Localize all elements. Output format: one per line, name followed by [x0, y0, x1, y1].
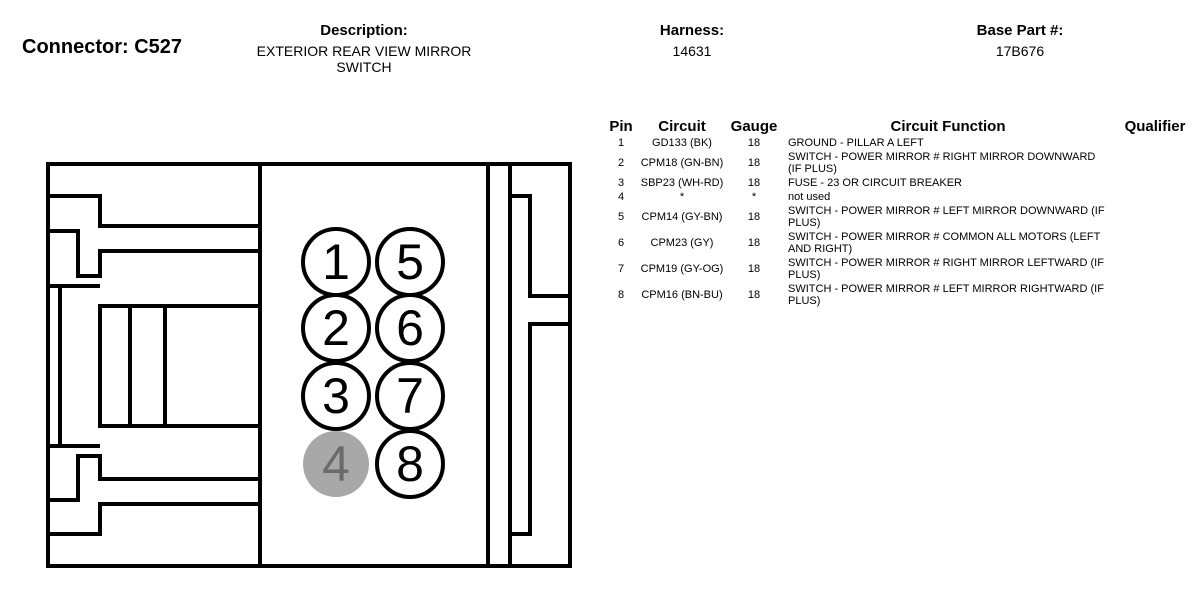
pin-number: 2	[322, 300, 350, 356]
base-part-block: Base Part #: 17B676	[940, 22, 1100, 59]
cell-gauge: 18	[747, 211, 761, 223]
cell-function: SWITCH - POWER MIRROR # COMMON ALL MOTOR…	[788, 231, 1101, 255]
cell-pin: 2	[617, 157, 625, 169]
pin-cavity-5: 5	[375, 227, 445, 297]
pin-cavity-6: 6	[375, 293, 445, 363]
cell-gauge: 18	[747, 157, 761, 169]
cell-function: SWITCH - POWER MIRROR # RIGHT MIRROR LEF…	[788, 257, 1104, 281]
cell-circuit: CPM18 (GN-BN)	[640, 157, 724, 169]
connector-title: Connector: C527	[22, 36, 183, 58]
header-qualifier: Qualifier	[1124, 118, 1186, 135]
pin-cavity-7: 7	[375, 361, 445, 431]
pin-number: 5	[396, 234, 424, 290]
cell-gauge: 18	[747, 237, 761, 249]
pin-circle	[301, 361, 371, 431]
description-line-2: SWITCH	[336, 59, 392, 75]
connector-bottom-tab	[48, 502, 260, 536]
table-row: 1 GD133 (BK) 18 GROUND - PILLAR A LEFT	[604, 136, 1200, 150]
pin-table: Pin Circuit Gauge Circuit Function Quali…	[604, 118, 1200, 308]
cell-circuit: CPM16 (BN-BU)	[641, 289, 723, 301]
harness-block: Harness: 14631	[640, 22, 744, 59]
table-row: 7 CPM19 (GY-OG) 18 SWITCH - POWER MIRROR…	[604, 256, 1200, 282]
cell-qualifier	[1110, 136, 1200, 150]
cell-function: SWITCH - POWER MIRROR # LEFT MIRROR RIGH…	[788, 283, 1104, 307]
header-gauge: Gauge	[730, 118, 778, 135]
cell-circuit: SBP23 (WH-RD)	[640, 177, 724, 189]
cell-qualifier	[1110, 176, 1200, 190]
cell-pin: 3	[617, 177, 625, 189]
pin-cavity-2: 2	[301, 293, 371, 363]
harness-label: Harness:	[659, 22, 725, 39]
connector-right-key	[510, 322, 570, 536]
pin-number: 4	[322, 436, 350, 492]
cell-function: GROUND - PILLAR A LEFT	[788, 137, 924, 149]
connector-right-key	[510, 194, 570, 298]
connector-upper-latch	[48, 229, 260, 278]
connector-top-tab	[48, 194, 260, 228]
table-row: 5 CPM14 (GY-BN) 18 SWITCH - POWER MIRROR…	[604, 204, 1200, 230]
table-row: 6 CPM23 (GY) 18 SWITCH - POWER MIRROR # …	[604, 230, 1200, 256]
cell-gauge: *	[751, 191, 757, 203]
pin-number: 8	[396, 436, 424, 492]
cell-pin: 7	[617, 263, 625, 275]
cell-qualifier	[1110, 282, 1200, 308]
cell-gauge: 18	[747, 289, 761, 301]
cell-qualifier	[1110, 230, 1200, 256]
connector-lower-latch	[48, 454, 260, 502]
header-circuit: Circuit	[658, 118, 706, 135]
description-line-1: EXTERIOR REAR VIEW MIRROR	[256, 43, 472, 59]
header-circuit-function: Circuit Function	[890, 118, 1006, 135]
pin-number: 1	[322, 234, 350, 290]
cell-qualifier	[1110, 204, 1200, 230]
pin-number: 7	[396, 368, 424, 424]
cell-function: SWITCH - POWER MIRROR # RIGHT MIRROR DOW…	[788, 151, 1096, 175]
cell-circuit: GD133 (BK)	[652, 137, 712, 149]
cell-pin: 5	[617, 211, 625, 223]
header-pin: Pin	[609, 118, 633, 135]
pin-cavity-4: 4	[303, 431, 369, 497]
cell-qualifier	[1110, 256, 1200, 282]
description-label: Description:	[320, 22, 408, 39]
base-part-value: 17B676	[995, 43, 1045, 59]
cell-circuit: CPM14 (GY-BN)	[641, 211, 723, 223]
pin-cavity-1: 1	[301, 227, 371, 297]
table-row: 2 CPM18 (GN-BN) 18 SWITCH - POWER MIRROR…	[604, 150, 1200, 176]
description-block: Description: EXTERIOR REAR VIEW MIRROR S…	[228, 22, 500, 75]
cell-pin: 1	[617, 137, 625, 149]
connector-center-block	[98, 304, 262, 428]
table-row: 3 SBP23 (WH-RD) 18 FUSE - 23 OR CIRCUIT …	[604, 176, 1200, 190]
harness-value: 14631	[672, 43, 712, 59]
cell-pin: 6	[617, 237, 625, 249]
pin-circle	[375, 429, 445, 499]
pin-table-header: Pin Circuit Gauge Circuit Function Quali…	[604, 118, 1200, 136]
cell-circuit: CPM23 (GY)	[650, 237, 714, 249]
base-part-label: Base Part #:	[976, 22, 1064, 39]
cell-gauge: 18	[747, 263, 761, 275]
pin-cavity-8: 8	[375, 429, 445, 499]
cell-pin: 8	[617, 289, 625, 301]
cell-circuit: CPM19 (GY-OG)	[640, 263, 724, 275]
cell-pin: 4	[617, 191, 625, 203]
pin-number: 3	[322, 368, 350, 424]
table-row: 4 * * not used	[604, 190, 1200, 204]
cell-circuit: *	[679, 191, 685, 203]
cell-qualifier	[1110, 150, 1200, 176]
cell-function: not used	[788, 191, 831, 203]
table-row: 8 CPM16 (BN-BU) 18 SWITCH - POWER MIRROR…	[604, 282, 1200, 308]
cell-qualifier	[1110, 190, 1200, 204]
pin-number: 6	[396, 300, 424, 356]
pin-cavity-3: 3	[301, 361, 371, 431]
cell-gauge: 18	[747, 137, 761, 149]
cell-function: FUSE - 23 OR CIRCUIT BREAKER	[788, 177, 962, 189]
cell-function: SWITCH - POWER MIRROR # LEFT MIRROR DOWN…	[788, 205, 1105, 229]
pin-circle	[303, 431, 369, 497]
cell-gauge: 18	[747, 177, 761, 189]
